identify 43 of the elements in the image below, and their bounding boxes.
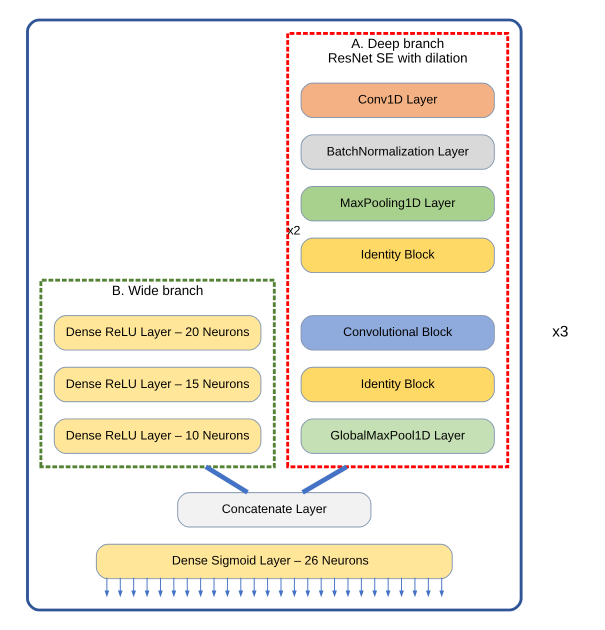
arrow <box>130 577 136 598</box>
arrow <box>318 577 324 598</box>
node-box: Convolutional Block <box>300 315 494 351</box>
arrow <box>224 577 230 598</box>
arrow <box>104 577 109 598</box>
arrow <box>292 577 296 598</box>
arrow <box>198 577 202 598</box>
node-box: Dense Sigmoid Layer – 26 Neurons <box>95 544 452 580</box>
arrow <box>398 577 404 598</box>
node-box: Identity Block <box>300 366 494 402</box>
node-box: Concatenate Layer <box>176 492 371 528</box>
node-box: Identity Block <box>300 238 494 274</box>
node-box: Dense ReLU Layer – 20 Neurons <box>53 315 261 351</box>
arrow <box>264 577 270 598</box>
connector <box>204 464 248 494</box>
cluster <box>26 18 522 612</box>
node-box: Dense ReLU Layer – 15 Neurons <box>53 366 261 402</box>
arrow <box>117 577 122 598</box>
arrow <box>438 577 444 598</box>
arrow <box>158 577 162 598</box>
arrow <box>332 577 336 598</box>
arrow <box>425 577 430 598</box>
arrow <box>278 577 283 598</box>
arrow <box>171 577 176 598</box>
arrow <box>238 577 243 598</box>
arrow <box>144 577 149 598</box>
arrow <box>372 577 377 598</box>
arrow <box>345 577 350 598</box>
arrow <box>211 577 216 598</box>
arrow <box>184 577 190 598</box>
arrow <box>412 577 417 598</box>
node-box: Conv1D Layer <box>300 82 494 118</box>
node-box: BatchNormalization Layer <box>300 134 494 170</box>
arrow <box>385 577 390 598</box>
connector <box>300 464 348 494</box>
label: x3 <box>552 323 568 340</box>
node-box: GlobalMaxPool1D Layer <box>300 418 494 454</box>
arrow <box>358 577 364 598</box>
node-label: x2 <box>286 224 300 238</box>
arrow <box>251 577 256 598</box>
arrow <box>304 577 310 598</box>
node-box: MaxPooling1D Layer <box>300 186 494 222</box>
node-box: Dense ReLU Layer – 10 Neurons <box>53 418 261 454</box>
